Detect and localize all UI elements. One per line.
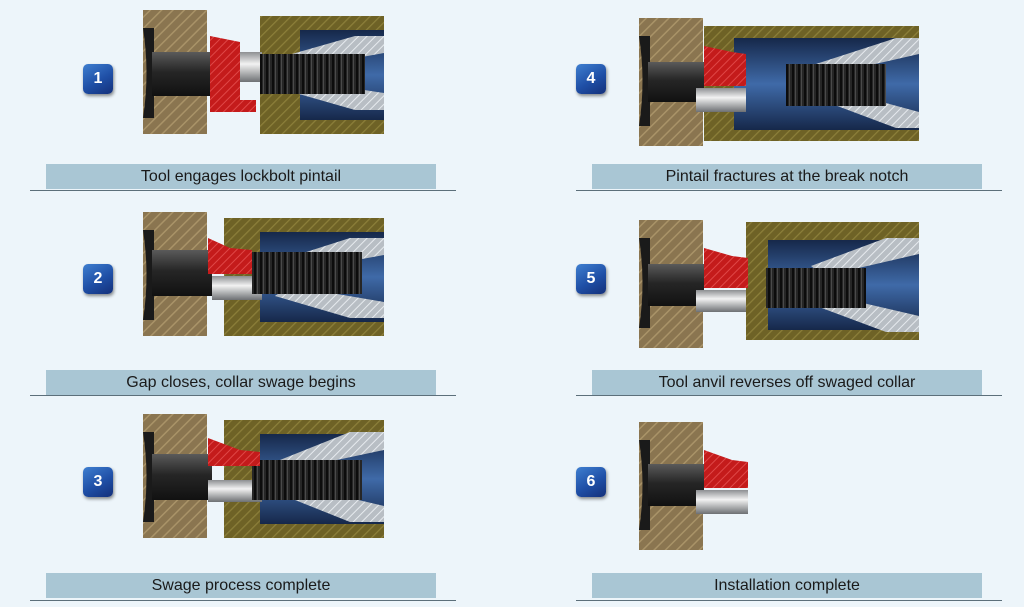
- pintail-grooves: [260, 54, 365, 94]
- collar: [210, 36, 256, 112]
- step-panel-5: 5 Tool anvil reverses off swaged collar: [576, 210, 1024, 400]
- lockbolt-illustration-step-2: [143, 212, 384, 336]
- divider: [576, 395, 1002, 396]
- step-number-badge: 5: [576, 264, 606, 294]
- pin-shank: [648, 264, 704, 306]
- step-caption: Tool engages lockbolt pintail: [46, 164, 436, 189]
- step-panel-4: 4 Pintail fractures at the break notch: [576, 8, 1024, 198]
- pin-break-section: [696, 290, 746, 312]
- pin-head: [639, 36, 650, 126]
- pin-stub: [696, 490, 748, 514]
- pintail-detached: [786, 64, 886, 106]
- step-caption: Pintail fractures at the break notch: [592, 164, 982, 189]
- pin-head: [143, 230, 154, 320]
- step-number-badge: 2: [83, 264, 113, 294]
- step-panel-2: 2 Gap closes, collar swage begins: [30, 210, 486, 400]
- divider: [30, 395, 456, 396]
- step-caption: Gap closes, collar swage begins: [46, 370, 436, 395]
- step-number-badge: 1: [83, 64, 113, 94]
- lockbolt-illustration-step-6: [639, 422, 748, 550]
- collar: [704, 450, 748, 488]
- divider: [30, 600, 456, 601]
- pintail-grooves: [252, 252, 362, 294]
- divider: [576, 600, 1002, 601]
- step-panel-1: 1 Tool engages lockbolt pintail: [30, 8, 486, 198]
- step-panel-6: 6 Installation complete: [576, 412, 1024, 602]
- step-caption: Swage process complete: [46, 573, 436, 598]
- collar: [208, 238, 252, 274]
- collar: [208, 438, 260, 466]
- pin-head: [143, 28, 154, 118]
- pin-head: [639, 238, 650, 328]
- pin-shank: [152, 454, 212, 500]
- step-caption: Tool anvil reverses off swaged collar: [592, 370, 982, 395]
- pin-shank: [152, 250, 212, 296]
- pin-shank: [648, 464, 704, 506]
- step-panel-3: 3 Swage process complete: [30, 412, 486, 602]
- divider: [576, 190, 1002, 191]
- divider: [30, 190, 456, 191]
- pin-head: [639, 440, 650, 530]
- step-number-badge: 4: [576, 64, 606, 94]
- step-number-badge: 3: [83, 467, 113, 497]
- jaw-upper: [811, 238, 919, 276]
- lockbolt-illustration-step-3: [143, 414, 384, 538]
- pin-break-section: [696, 88, 746, 112]
- step-number-badge: 6: [576, 467, 606, 497]
- lockbolt-illustration-step-4: [639, 18, 919, 146]
- pin-shank: [152, 52, 212, 96]
- pin-break-section: [208, 480, 262, 502]
- pin-head: [143, 432, 154, 522]
- step-caption: Installation complete: [592, 573, 982, 598]
- pin-shank: [648, 62, 704, 102]
- lockbolt-illustration-step-5: [639, 220, 919, 348]
- pintail-detached: [766, 268, 866, 308]
- pintail-grooves: [252, 460, 362, 500]
- lockbolt-illustration-step-1: [143, 10, 384, 134]
- collar: [704, 46, 746, 86]
- collar: [704, 248, 748, 288]
